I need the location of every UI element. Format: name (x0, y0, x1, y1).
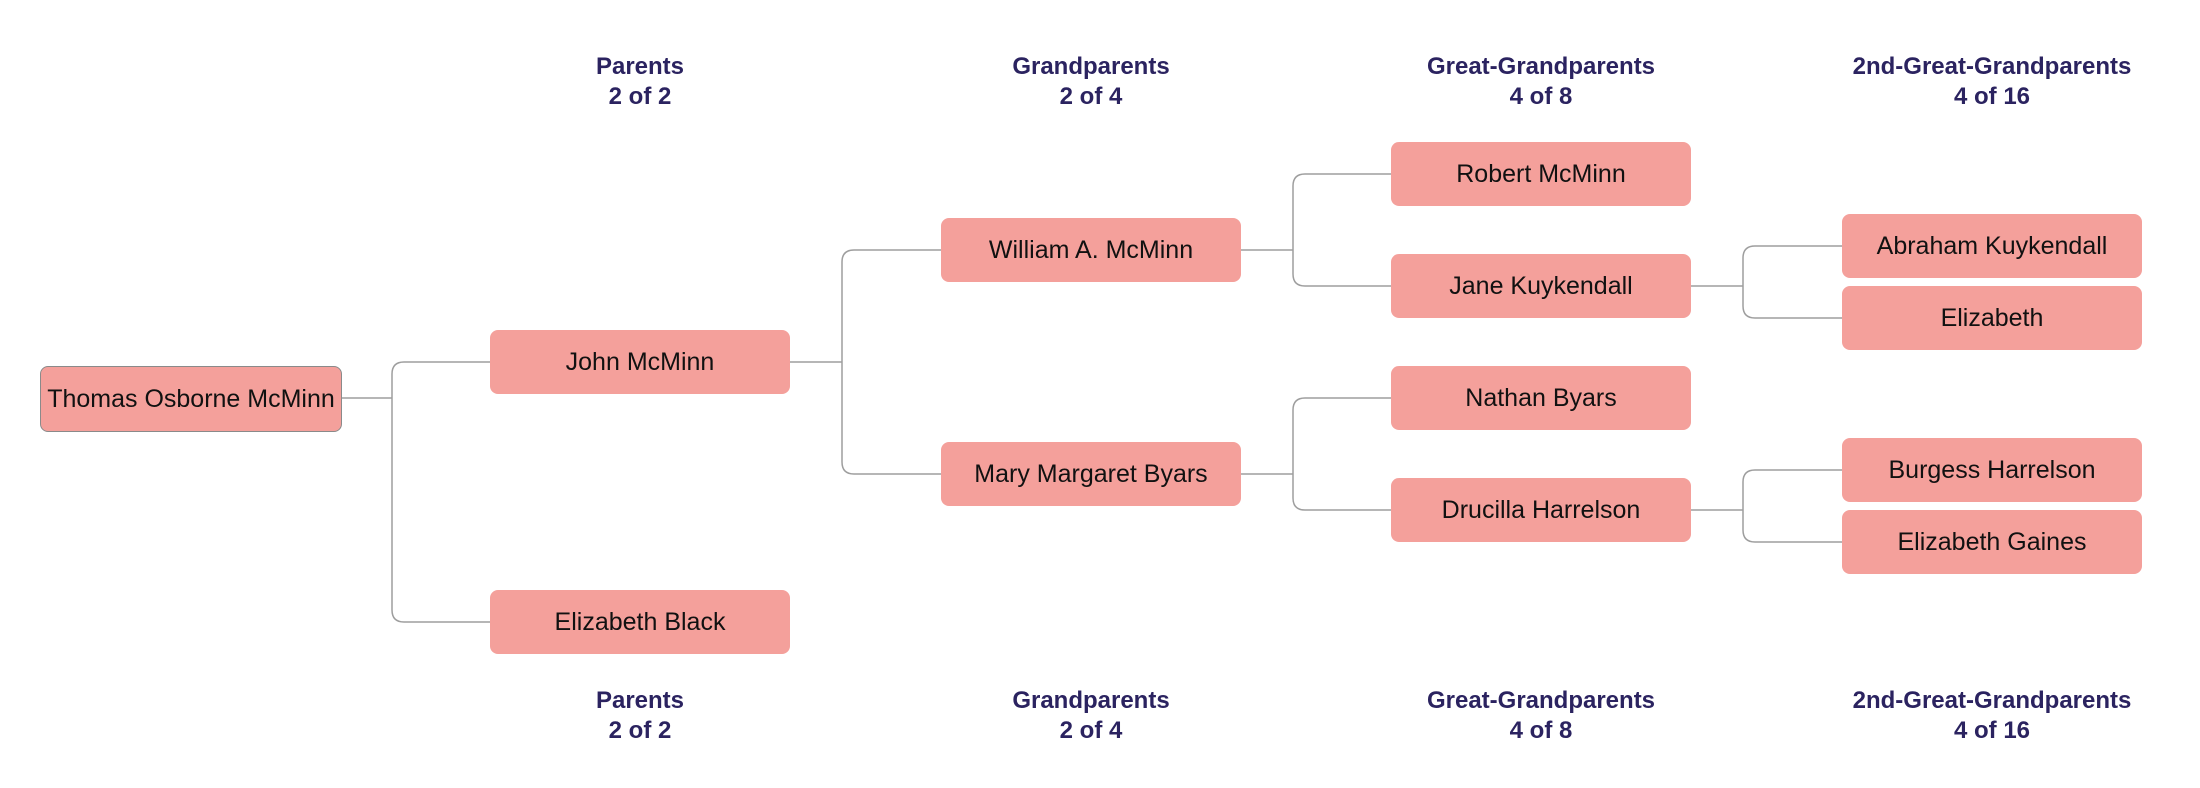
header-bottom-great-grandparents: Great-Grandparents 4 of 8 (1391, 686, 1691, 746)
connector-gm (1241, 397, 1391, 511)
connector-root (342, 361, 490, 623)
header-bottom-parents: Parents 2 of 2 (490, 686, 790, 746)
person-paternal-grandmother[interactable]: Mary Margaret Byars (941, 442, 1241, 506)
person-gm-father[interactable]: Nathan Byars (1391, 366, 1691, 430)
gen-title: Grandparents (1012, 53, 1170, 80)
gen-count: 2 of 2 (608, 83, 672, 110)
person-drucilla-mother[interactable]: Elizabeth Gaines (1842, 510, 2142, 574)
gen-count: 4 of 16 (1953, 717, 2031, 744)
person-root[interactable]: Thomas Osborne McMinn (40, 366, 342, 432)
person-father[interactable]: John McMinn (490, 330, 790, 394)
gen-title: 2nd-Great-Grandparents (1852, 53, 2132, 80)
gen-title: Parents (595, 53, 685, 80)
connector-gf (1241, 173, 1391, 287)
person-gf-father[interactable]: Robert McMinn (1391, 142, 1691, 206)
connector-father (790, 249, 941, 475)
person-jane-mother[interactable]: Elizabeth (1842, 286, 2142, 350)
header-bottom-grandparents: Grandparents 2 of 4 (941, 686, 1241, 746)
header-bottom-2nd-great-grandparents: 2nd-Great-Grandparents 4 of 16 (1842, 686, 2142, 746)
header-top-grandparents: Grandparents 2 of 4 (941, 52, 1241, 112)
gen-count: 2 of 2 (608, 717, 672, 744)
header-top-2nd-great-grandparents: 2nd-Great-Grandparents 4 of 16 (1842, 52, 2142, 112)
gen-title: Great-Grandparents (1426, 53, 1656, 80)
gen-title: Grandparents (1012, 687, 1170, 714)
person-mother[interactable]: Elizabeth Black (490, 590, 790, 654)
person-gm-mother[interactable]: Drucilla Harrelson (1391, 478, 1691, 542)
gen-count: 4 of 8 (1509, 83, 1573, 110)
person-gf-mother[interactable]: Jane Kuykendall (1391, 254, 1691, 318)
gen-title: Great-Grandparents (1426, 687, 1656, 714)
connector-drucilla (1691, 469, 1842, 543)
gen-count: 4 of 8 (1509, 717, 1573, 744)
person-paternal-grandfather[interactable]: William A. McMinn (941, 218, 1241, 282)
gen-count: 2 of 4 (1059, 83, 1123, 110)
gen-count: 2 of 4 (1059, 717, 1123, 744)
connector-jane (1691, 245, 1842, 319)
header-top-great-grandparents: Great-Grandparents 4 of 8 (1391, 52, 1691, 112)
gen-title: Parents (595, 687, 685, 714)
gen-count: 4 of 16 (1953, 83, 2031, 110)
person-jane-father[interactable]: Abraham Kuykendall (1842, 214, 2142, 278)
person-drucilla-father[interactable]: Burgess Harrelson (1842, 438, 2142, 502)
gen-title: 2nd-Great-Grandparents (1852, 687, 2132, 714)
header-top-parents: Parents 2 of 2 (490, 52, 790, 112)
